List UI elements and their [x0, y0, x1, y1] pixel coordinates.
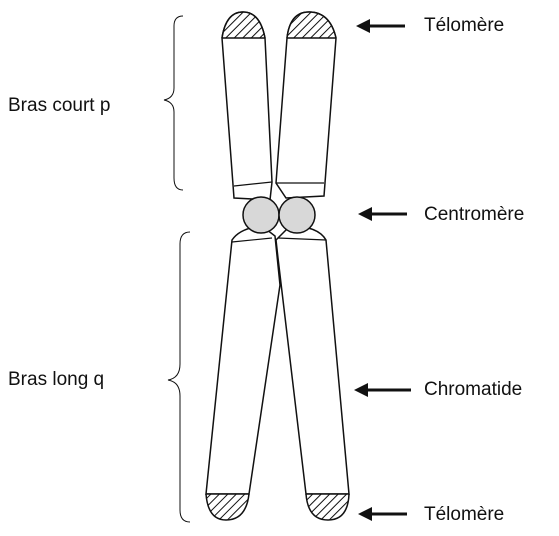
left-upper-chromatid [215, 8, 275, 200]
centromere-right-lobe [279, 197, 315, 233]
left-lower-chromatid [200, 226, 280, 524]
centromere-left-lobe [243, 197, 279, 233]
long-arm-brace-icon [168, 232, 190, 522]
short-arm-brace-icon [164, 16, 183, 190]
chromatide-arrow-icon [354, 383, 411, 397]
chromatide-label: Chromatide [424, 380, 522, 399]
right-lower-chromatid [276, 226, 355, 524]
telomere-top-arrow-icon [356, 19, 405, 33]
telomere-top-label: Télomère [424, 16, 504, 35]
long-arm-label: Bras long q [8, 370, 104, 389]
centromere [243, 197, 315, 233]
telomere-bottom-label: Télomère [424, 505, 504, 524]
short-arm-label: Bras court p [8, 96, 110, 115]
centromere-label: Centromère [424, 205, 524, 224]
right-upper-chromatid [276, 8, 342, 198]
centromere-arrow-icon [358, 207, 407, 221]
telomere-bottom-arrow-icon [358, 507, 407, 521]
